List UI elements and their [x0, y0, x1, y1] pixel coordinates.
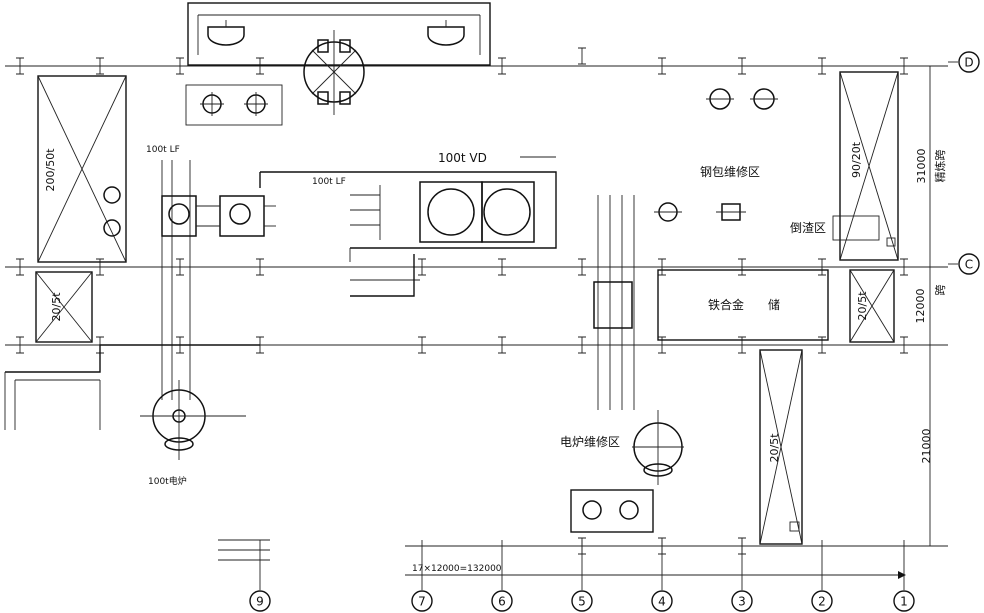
svg-text:21000: 21000 — [920, 429, 933, 464]
ladle-repair-label: 钢包维修区 — [700, 164, 760, 179]
furnace-repair-label: 电炉维修区 — [560, 434, 620, 449]
lf-area: 100t LF — [146, 145, 276, 400]
svg-text:9: 9 — [256, 595, 264, 609]
crane-20-5-lower-label: 20/5t — [768, 433, 781, 463]
ladle-repair-area: 钢包维修区 — [654, 88, 778, 222]
column-axis-7: 7 — [411, 540, 433, 612]
furnace-repair-area: 电炉维修区 — [560, 410, 684, 533]
svg-text:6: 6 — [498, 595, 506, 609]
svg-text:跨: 跨 — [934, 285, 947, 296]
lf-label-top: 100t LF — [146, 145, 180, 155]
column-axis-9: 9 — [249, 540, 271, 612]
ferroalloy-label: 铁合金 — [708, 297, 744, 312]
crane-90-20-rail: 90/20t — [839, 71, 899, 261]
axis-bubble-d: D — [948, 51, 980, 73]
svg-text:4: 4 — [658, 595, 666, 609]
top-building-outline — [187, 2, 491, 66]
slag-area-label: 倒渣区 — [790, 221, 826, 235]
axis-bubble-c: C — [948, 253, 980, 275]
svg-text:7: 7 — [418, 595, 426, 609]
crane-20-5-right-label: 20/5t — [856, 291, 869, 321]
column-axis-2: 2 — [811, 540, 833, 612]
svg-text:5: 5 — [578, 595, 586, 609]
wall-outlines — [259, 171, 557, 297]
svg-text:3: 3 — [738, 595, 746, 609]
ladle-cars-top-left — [185, 84, 283, 126]
svg-text:1: 1 — [900, 595, 908, 609]
svg-text:12000: 12000 — [914, 289, 927, 324]
crane-200-50-label: 200/50t — [44, 148, 57, 192]
column-spacing-dimension: 17×12000=132000 — [405, 564, 906, 579]
column-markers-c — [16, 258, 908, 276]
eaf-area: 100t电炉 — [4, 344, 270, 561]
eaf-label: 100t电炉 — [148, 475, 187, 487]
axis-grid — [5, 65, 948, 547]
vd-station: 100t VD 100t LF — [312, 151, 556, 243]
transfer-track — [593, 195, 635, 410]
ferroalloy-store: 铁合金 储 — [657, 269, 829, 341]
svg-text:精炼跨: 精炼跨 — [933, 150, 947, 183]
svg-text:D: D — [964, 56, 973, 70]
svg-text:C: C — [965, 258, 973, 272]
crane-20-5-left: 20/5t — [35, 271, 93, 343]
ferroalloy-suffix: 储 — [768, 297, 780, 312]
vd-label: 100t VD — [438, 151, 487, 165]
svg-text:2: 2 — [818, 595, 826, 609]
column-markers-d — [16, 47, 908, 75]
crane-20-5-lower: 20/5t — [759, 349, 803, 545]
crane-90-20-label: 90/20t — [850, 141, 863, 178]
ladle-turret — [303, 30, 365, 115]
column-axis-1: 1 — [893, 540, 915, 612]
span-d-c-dimension: 31000 精炼跨 — [915, 65, 947, 268]
slag-area: 倒渣区 — [790, 215, 880, 241]
crane-20-5-right: 20/5t — [849, 269, 895, 343]
span-lower-dimension: 21000 — [920, 345, 936, 547]
column-markers-bottom — [578, 537, 746, 555]
column-axis-6: 6 — [491, 540, 513, 612]
lf-label: 100t LF — [312, 177, 346, 187]
svg-text:17×12000=132000: 17×12000=132000 — [412, 564, 502, 574]
crane-200-50-rail: 200/50t — [37, 75, 127, 263]
crane-20-5-left-label: 20/5t — [50, 292, 63, 322]
svg-text:31000: 31000 — [915, 149, 928, 184]
span-c-mid-dimension: 12000 跨 — [914, 267, 947, 346]
